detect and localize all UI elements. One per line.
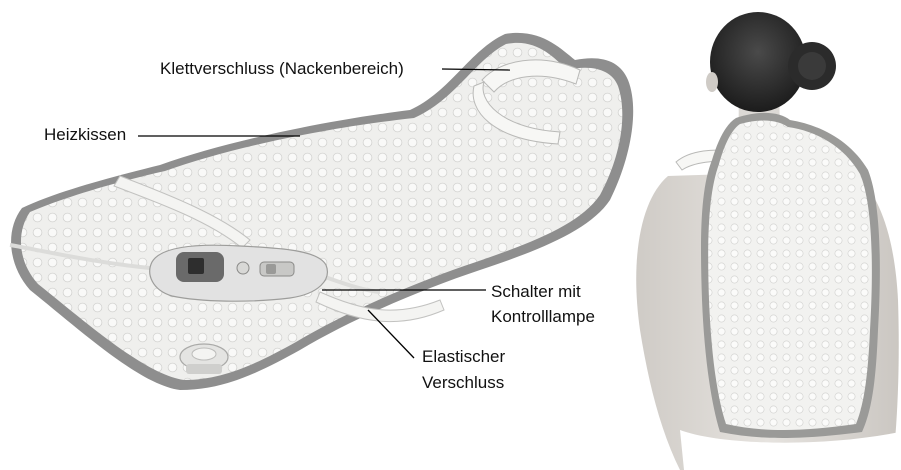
label-elastic-line1: Elastischer [422,346,505,368]
remote-control-icon [150,245,328,301]
label-switch-line2: Kontrolllampe [491,306,595,328]
plug-connector-icon [180,344,228,374]
woman-wearing-pad [636,12,900,470]
label-elastic-line2: Verschluss [422,372,504,394]
label-pad: Heizkissen [44,124,126,146]
label-switch-line1: Schalter mit [491,281,581,303]
label-velcro: Klettverschluss (Nackenbereich) [160,58,404,80]
heating-pad [10,33,633,390]
